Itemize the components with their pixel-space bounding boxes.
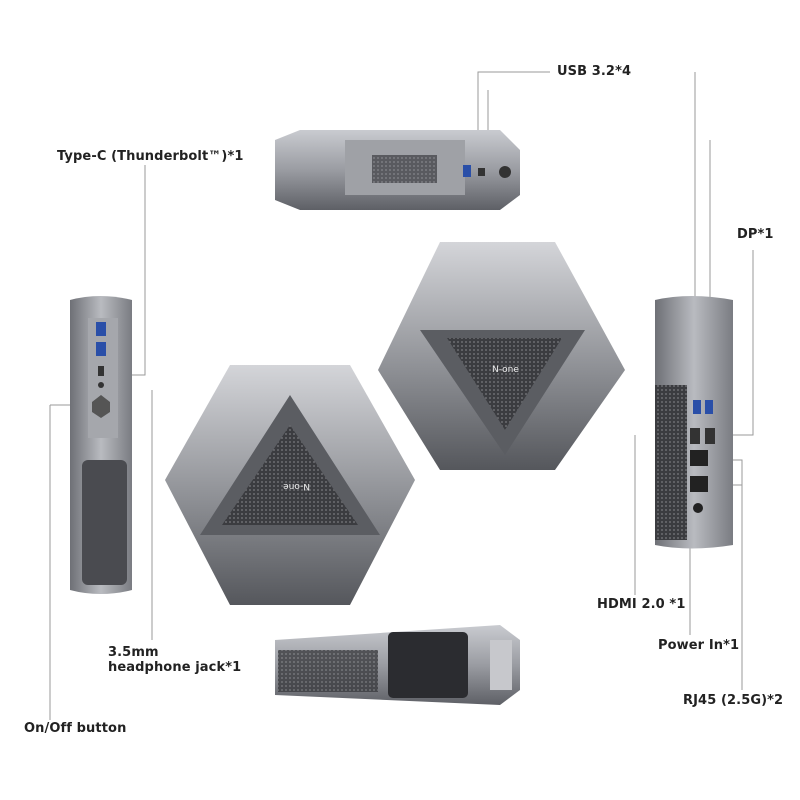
label-hdmi: HDMI 2.0 *1 xyxy=(597,597,686,612)
label-usb: USB 3.2*4 xyxy=(557,64,632,79)
label-rj45: RJ45 (2.5G)*2 xyxy=(683,693,784,708)
label-power: Power In*1 xyxy=(658,638,740,653)
device-hex-view-right: N-one xyxy=(378,242,625,470)
label-headphone-line2: headphone jack*1 xyxy=(108,660,242,675)
label-typec: Type-C (Thunderbolt™)*1 xyxy=(57,149,244,164)
device-hex-view-left: N-one xyxy=(165,365,415,605)
label-dp: DP*1 xyxy=(737,227,774,242)
svg-text:N-one: N-one xyxy=(283,481,310,491)
device-right-side-view xyxy=(655,296,733,549)
device-top-view xyxy=(275,130,520,210)
brand-logo: N-one xyxy=(492,365,519,375)
label-onoff: On/Off button xyxy=(24,721,127,736)
device-bottom-view xyxy=(275,625,520,705)
label-headphone-line1: 3.5mm xyxy=(108,645,159,660)
device-left-side-view xyxy=(70,296,132,594)
